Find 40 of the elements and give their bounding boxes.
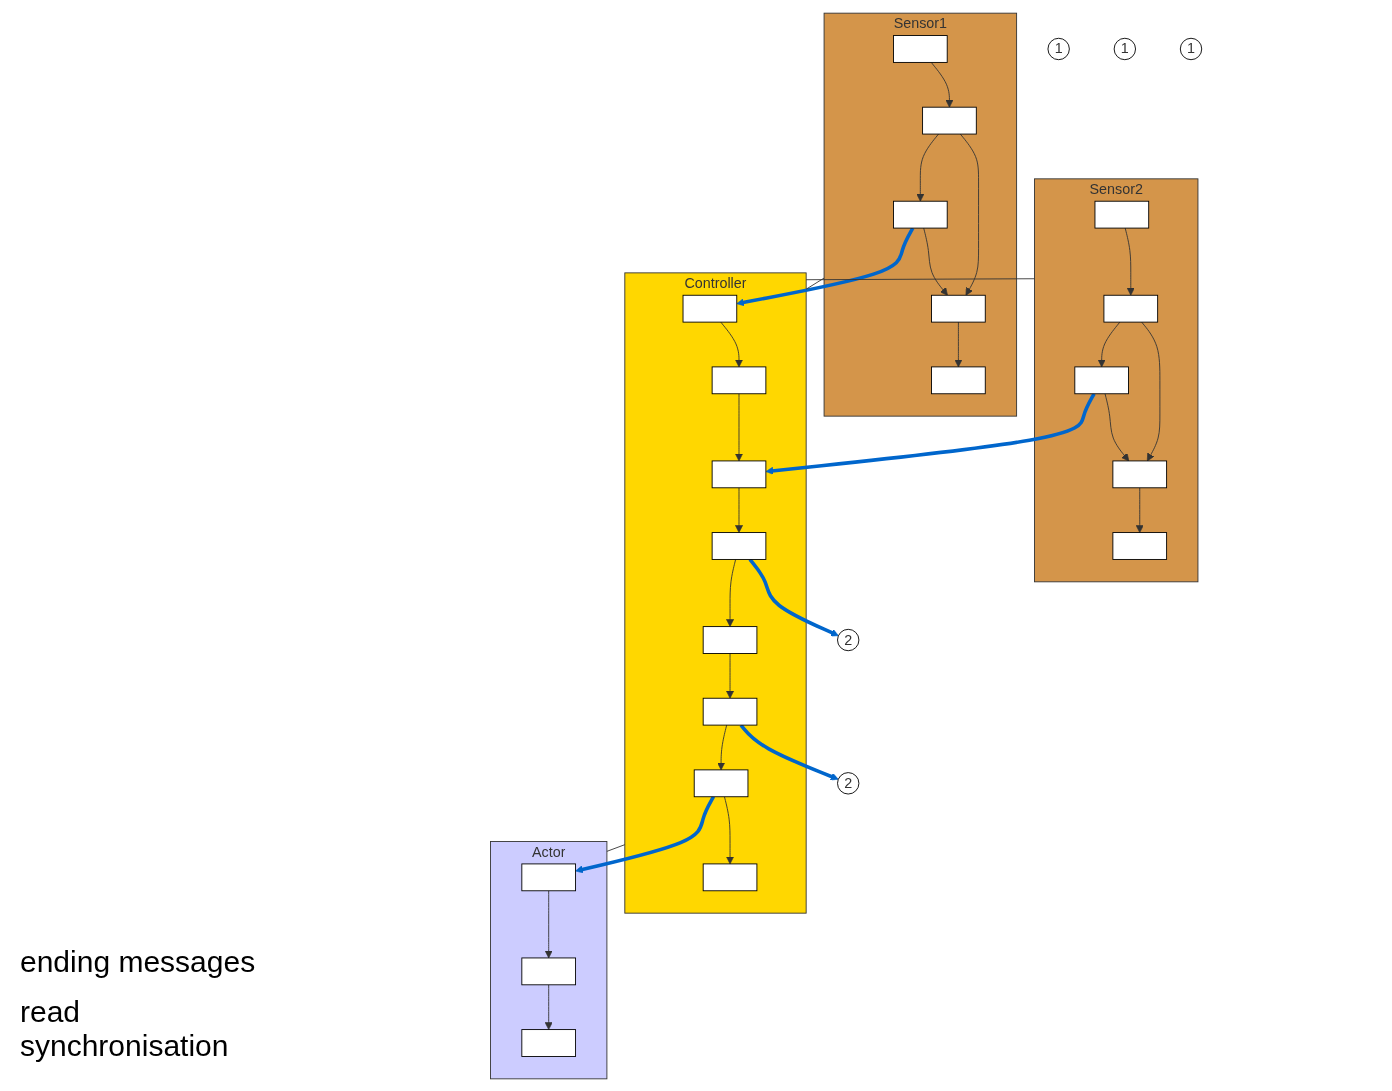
node-box [892, 34, 948, 63]
node-box [711, 365, 767, 394]
node-circle: 1 [1113, 37, 1136, 60]
note-text: ending messages [20, 945, 257, 979]
arrow [575, 795, 715, 873]
cluster: Sensor1 [823, 12, 1017, 417]
node-circle: 1 [1179, 37, 1203, 60]
connector [606, 843, 626, 852]
node-box [922, 106, 977, 134]
node-box [892, 200, 948, 229]
node-circle: 2 [836, 628, 860, 651]
node-box [702, 862, 758, 891]
node-box [1074, 365, 1129, 394]
cluster: Actor [489, 840, 608, 1079]
connector [805, 277, 1035, 280]
cluster: Controller [624, 271, 807, 914]
node-circle: 2 [836, 771, 860, 794]
node-box [1094, 200, 1150, 229]
cluster: Sensor2 [1033, 177, 1199, 582]
node-box [711, 460, 767, 488]
node-box [693, 768, 749, 797]
node-box [521, 1028, 576, 1057]
note-text: read synchronisation [20, 995, 230, 1063]
node-box [711, 531, 767, 560]
arrow [765, 392, 1096, 475]
node-box [1112, 531, 1167, 560]
node-box [1103, 294, 1158, 323]
node-box [521, 862, 576, 891]
node-box [702, 697, 758, 726]
node-box [930, 365, 986, 394]
arrow [748, 557, 839, 636]
node-box [521, 957, 576, 985]
node-box [930, 294, 986, 323]
node-box [682, 294, 738, 323]
node-circle: 1 [1047, 37, 1070, 60]
arrow [736, 226, 915, 306]
node-box [1112, 460, 1167, 488]
node-box [702, 625, 758, 654]
connector [805, 277, 825, 290]
arrow [739, 723, 839, 780]
